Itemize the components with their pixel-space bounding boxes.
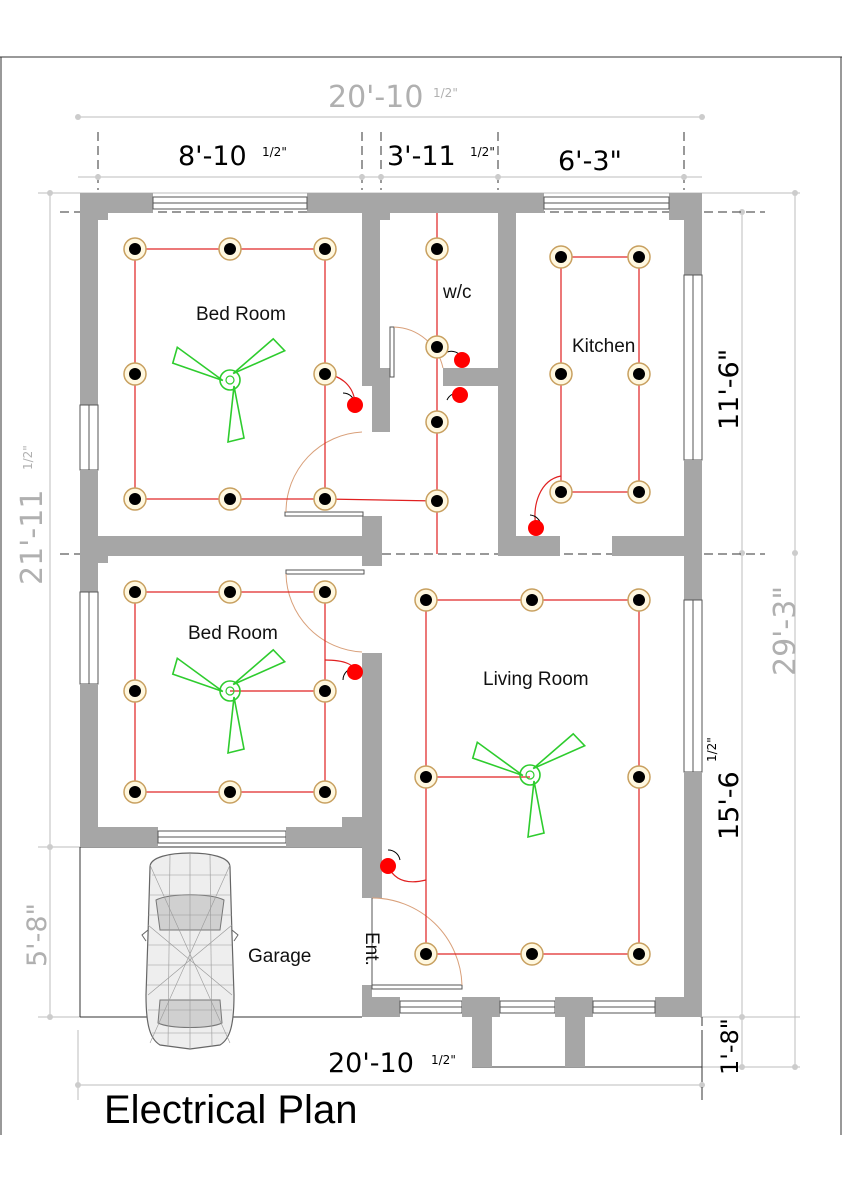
fan-blade: [527, 780, 545, 839]
light-fixture-core: [431, 243, 443, 255]
fan-hub: [219, 680, 241, 702]
light-fixture-core: [526, 594, 538, 606]
dim-right-kitchen: 11'-6": [714, 349, 745, 430]
light-fixture-core: [129, 493, 141, 505]
dim-top-seg1-frac: 1/2": [262, 145, 287, 159]
dim-top-seg2-frac: 1/2": [470, 145, 495, 159]
light-fixture-core: [431, 416, 443, 428]
light-fixture-core: [129, 368, 141, 380]
light-fixture-core: [633, 251, 645, 263]
light-fixture-core: [555, 251, 567, 263]
light-fixture-core: [420, 948, 432, 960]
switch-icon: [454, 352, 470, 368]
light-fixture-core: [224, 243, 236, 255]
walls: [79, 193, 703, 1067]
fan-hub: [519, 764, 541, 786]
drawing-title: Electrical Plan: [104, 1088, 357, 1132]
dim-top-overall: 20'-10: [328, 80, 423, 115]
label-wc: w/c: [442, 282, 472, 303]
light-fixture-core: [420, 594, 432, 606]
ceiling-fan-icon: [171, 648, 287, 755]
dim-right-porch: 1'-8": [716, 1018, 744, 1075]
wire-loop-bedroom-2: [134, 591, 326, 793]
label-kitchen: Kitchen: [572, 336, 635, 357]
switch-icon: [528, 520, 544, 536]
light-fixture-core: [431, 495, 443, 507]
label-bed-room-2: Bed Room: [188, 623, 278, 644]
light-fixture-core: [129, 786, 141, 798]
light-fixture-core: [129, 586, 141, 598]
light-fixture-core: [526, 948, 538, 960]
switch-icon: [347, 397, 363, 413]
light-fixture-core: [633, 594, 645, 606]
label-entrance: Ent.: [361, 932, 382, 966]
dim-bottom-overall: 20'-10: [328, 1048, 414, 1079]
light-fixture-core: [633, 368, 645, 380]
light-fixture-core: [224, 586, 236, 598]
doors: [284, 326, 463, 990]
ceiling-fan-icon: [171, 337, 287, 444]
ceiling-fans: [171, 337, 587, 839]
light-fixture-core: [129, 243, 141, 255]
fan-blade: [171, 656, 224, 693]
dim-right-living: 15'-6: [714, 771, 745, 840]
light-fixture-core: [633, 771, 645, 783]
light-fixture-core: [420, 771, 432, 783]
dimension-labels: 20'-10 1/2" 8'-10 1/2" 3'-11 1/2" 6'-3" …: [15, 80, 803, 1079]
light-fixture-core: [224, 786, 236, 798]
dim-bottom-overall-frac: 1/2": [431, 1053, 456, 1067]
light-fixture-core: [633, 948, 645, 960]
light-fixture-core: [319, 493, 331, 505]
fan-blade: [232, 337, 287, 375]
light-fixture-core: [319, 368, 331, 380]
dim-top-overall-frac: 1/2": [433, 86, 458, 100]
car-icon: [141, 852, 239, 1050]
switch-icon: [452, 387, 468, 403]
top-dimension-lines: [75, 114, 705, 190]
switch-icon: [380, 858, 396, 874]
ceiling-fan-icon: [471, 732, 587, 839]
wire-loop-bedroom-1: [134, 248, 326, 500]
light-fixture-core: [129, 685, 141, 697]
room-labels: Bed Room w/c Kitchen Bed Room Living Roo…: [188, 282, 635, 967]
light-fixture-core: [555, 486, 567, 498]
fan-hub-inner: [525, 770, 535, 780]
fan-hub-inner: [225, 375, 235, 385]
dim-top-seg2: 3'-11: [387, 141, 456, 172]
dim-top-seg1: 8'-10: [178, 141, 247, 172]
fan-blade: [171, 345, 224, 382]
dim-left-lower: 5'-8": [22, 903, 53, 967]
fan-blade: [471, 740, 524, 777]
light-fixture-core: [319, 243, 331, 255]
switch-icon: [347, 664, 363, 680]
light-fixture-core: [633, 486, 645, 498]
fan-hub-inner: [225, 686, 235, 696]
switches: [347, 352, 544, 874]
light-fixture-core: [319, 586, 331, 598]
light-fixtures: [123, 237, 651, 966]
label-garage: Garage: [248, 946, 311, 967]
light-fixture-core: [319, 685, 331, 697]
fan-blade: [232, 648, 287, 686]
fan-blade: [227, 385, 245, 444]
dim-left-upper: 21'-11: [15, 490, 50, 585]
dim-top-seg3: 6'-3": [558, 146, 622, 177]
fan-blade: [532, 732, 587, 770]
light-fixture-core: [431, 341, 443, 353]
dim-left-upper-frac: 1/2": [21, 445, 35, 470]
dim-right-overall: 29'-3": [768, 586, 803, 676]
dim-right-living-frac: 1/2": [705, 737, 719, 762]
label-bed-room-1: Bed Room: [196, 304, 286, 325]
light-fixture-core: [555, 368, 567, 380]
fan-blade: [227, 696, 245, 755]
light-fixture-core: [224, 493, 236, 505]
light-fixture-core: [319, 786, 331, 798]
label-living-room: Living Room: [483, 669, 589, 690]
fan-hub: [219, 369, 241, 391]
